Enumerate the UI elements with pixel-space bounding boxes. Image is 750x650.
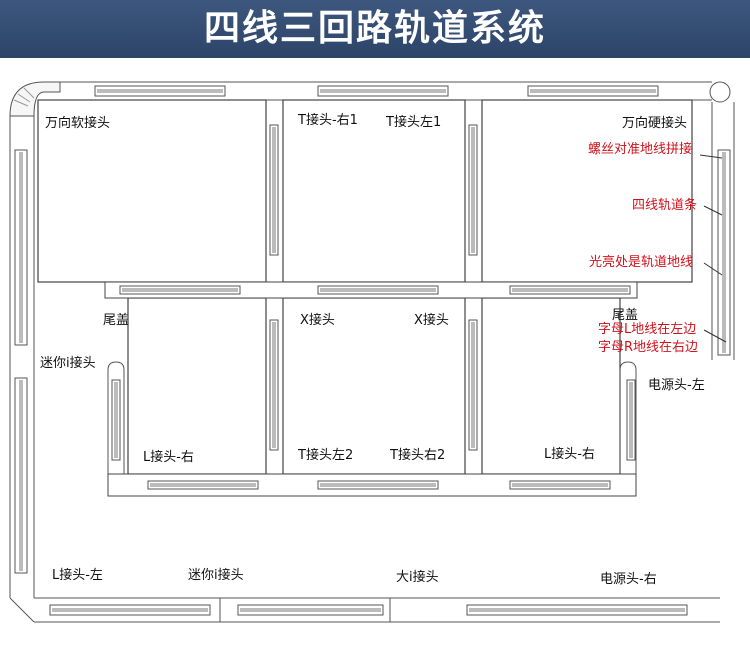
annotation-bright-ground: 光亮处是轨道地线 — [589, 255, 694, 270]
annotation-letter-r: 字母R地线在右边 — [598, 340, 699, 355]
flex-corner-connector — [9, 81, 61, 117]
label-power-left: 电源头-左 — [648, 378, 705, 393]
label-t-right-2: T接头右2 — [390, 448, 446, 463]
grid-squares — [37, 99, 693, 475]
label-l-right-right: L接头-右 — [544, 447, 595, 462]
label-end-cap-right: 尾盖 — [612, 308, 639, 323]
label-mini-i-bottom: 迷你i接头 — [188, 568, 244, 583]
top-rail — [44, 81, 712, 101]
annotation-leaders — [699, 154, 727, 343]
outer-left-rail — [9, 116, 720, 623]
label-big-i: 大i接头 — [396, 570, 439, 585]
bottom-rail — [49, 598, 688, 622]
label-rigid-connector: 万向硬接头 — [622, 116, 688, 131]
label-mini-i-left: 迷你i接头 — [40, 356, 96, 371]
rigid-connector — [709, 81, 735, 360]
label-flex-connector: 万向软接头 — [45, 116, 111, 131]
annotation-four-wire-track: 四线轨道条 — [632, 198, 698, 213]
label-x-joint-right: X接头 — [414, 313, 449, 328]
label-t-left-1: T接头左1 — [386, 115, 442, 130]
annotation-screw-align: 螺丝对准地线拼接 — [588, 142, 693, 157]
lower-track — [107, 473, 637, 497]
label-x-joint-left: X接头 — [300, 313, 335, 328]
label-l-right-left: L接头-右 — [143, 450, 194, 465]
label-power-right: 电源头-右 — [600, 572, 657, 587]
label-l-left: L接头-左 — [52, 568, 103, 583]
title-banner — [0, 0, 750, 58]
label-t-right-1: T接头-右1 — [298, 113, 358, 128]
label-t-left-2: T接头左2 — [298, 448, 354, 463]
page-title: 四线三回路轨道系统 — [203, 8, 546, 49]
annotation-letter-l: 字母L地线在左边 — [598, 322, 697, 337]
vertical-tracks — [111, 124, 636, 461]
middle-tracks — [104, 281, 638, 474]
label-end-cap: 尾盖 — [103, 313, 130, 328]
